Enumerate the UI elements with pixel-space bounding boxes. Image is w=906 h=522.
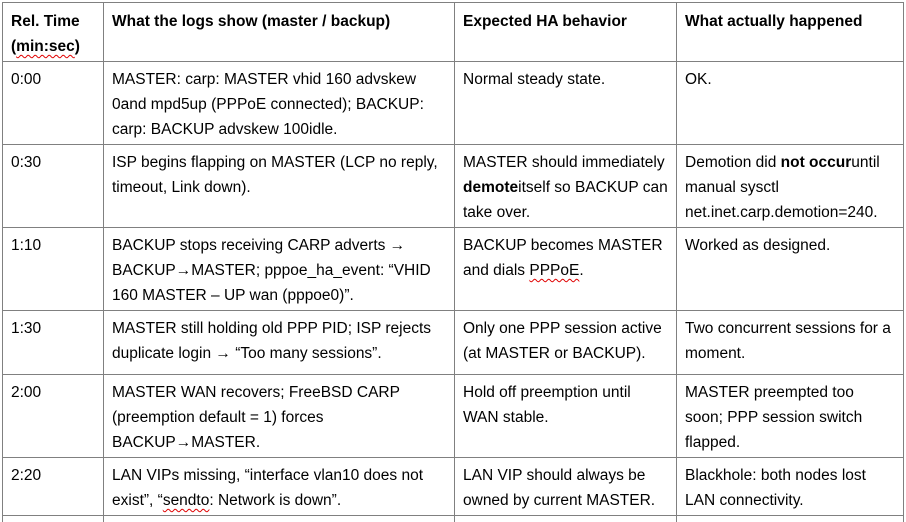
header-row: Rel. Time (min:sec) What the logs show (m… (2, 2, 904, 62)
misspelled-text: min:sec (16, 38, 75, 55)
text-segment: 2:20 (11, 467, 42, 484)
expected-cell: Only one PPP session active (at MASTER o… (454, 310, 677, 375)
actual-cell: MASTER preempted too soon; PPP session s… (676, 374, 904, 458)
text-segment: 1:10 (11, 237, 42, 254)
time-cell: 2:45 (2, 515, 104, 522)
time-cell: 1:10 (2, 227, 104, 311)
text-segment: MASTER should immediately (463, 154, 665, 171)
text-segment: LAN VIP should always be owned by curren… (463, 467, 656, 509)
logs-cell: LAN VIPs missing, “interface vlan10 does… (103, 457, 455, 516)
table-row: 0:30 ISP begins flapping on MASTER (LCP n… (2, 144, 904, 228)
text-segment: Only one PPP session active (at MASTER o… (463, 320, 662, 362)
text-segment: 2:00 (11, 384, 42, 401)
text-segment: 0:30 (11, 154, 42, 171)
table-row: 2:20 LAN VIPs missing, “interface vlan10 … (2, 457, 904, 516)
table-row: 1:10 BACKUP stops receiving CARP adverts … (2, 227, 904, 311)
col-header-expected: Expected HA behavior (454, 2, 677, 62)
table-body: 0:00 MASTER: carp: MASTER vhid 160 advske… (2, 61, 904, 522)
text-segment: Rel. Time ( (11, 13, 80, 55)
actual-cell: Expected behavior. (676, 515, 904, 522)
table-row: 0:00 MASTER: carp: MASTER vhid 160 advske… (2, 61, 904, 145)
text-segment: LAN VIPs missing, “interface vlan10 does… (112, 467, 424, 509)
text-segment: What actually happened (685, 13, 863, 30)
expected-cell: Hold off preemption until WAN stable. (454, 374, 677, 458)
logs-cell: MASTER: carp: MASTER vhid 160 advskew 0a… (103, 61, 455, 145)
expected-cell: CARP demotion mechanism confirmed functi… (454, 515, 677, 522)
text-segment: 1:30 (11, 320, 42, 337)
text-segment: : Network is down”. (209, 492, 342, 509)
text-segment: MASTER still holding old PPP PID; ISP re… (112, 320, 432, 362)
table-header: Rel. Time (min:sec) What the logs show (m… (2, 2, 904, 62)
text-segment: Worked as designed. (685, 237, 831, 254)
text-segment: Demotion did (685, 154, 781, 171)
text-segment: 0:00 (11, 71, 42, 88)
logs-cell: MASTER WAN recovers; FreeBSD CARP (preem… (103, 374, 455, 458)
text-segment: OK. (685, 71, 712, 88)
misspelled-text: sendto (162, 492, 210, 509)
logs-cell: BACKUP stops receiving CARP adverts → BA… (103, 227, 455, 311)
expected-cell: Normal steady state. (454, 61, 677, 145)
actual-cell: Worked as designed. (676, 227, 904, 311)
text-segment: until manual sysctl net.inet.carp.demoti… (685, 154, 880, 221)
time-cell: 2:00 (2, 374, 104, 458)
text-segment: ) (74, 38, 80, 55)
actual-cell: Demotion did not occuruntil manual sysct… (676, 144, 904, 228)
actual-cell: Blackhole: both nodes lost LAN connectiv… (676, 457, 904, 516)
col-header-actual: What actually happened (676, 2, 904, 62)
time-cell: 1:30 (2, 310, 104, 375)
time-cell: 0:30 (2, 144, 104, 228)
logs-cell: ISP begins flapping on MASTER (LCP no re… (103, 144, 455, 228)
text-segment: Expected HA behavior (463, 13, 627, 30)
bold-text: demote (463, 179, 519, 196)
actual-cell: Two concurrent sessions for a moment. (676, 310, 904, 375)
misspelled-text: PPPoE (529, 262, 580, 279)
text-segment: Normal steady state. (463, 71, 606, 88)
text-segment: ISP begins flapping on MASTER (LCP no re… (112, 154, 438, 196)
actual-cell: OK. (676, 61, 904, 145)
table-row: 2:45Manual sysctl net.inet.carp.demotion… (2, 515, 904, 522)
logs-cell: MASTER still holding old PPP PID; ISP re… (103, 310, 455, 375)
text-segment: Two concurrent sessions for a moment. (685, 320, 891, 362)
time-cell: 2:20 (2, 457, 104, 516)
bold-text: not occur (780, 154, 852, 171)
text-segment: BACKUP becomes MASTER and dials (463, 237, 663, 279)
text-segment: . (579, 262, 584, 279)
text-segment: Blackhole: both nodes lost LAN connectiv… (685, 467, 866, 509)
text-segment: MASTER: carp: MASTER vhid 160 advskew 0a… (112, 71, 424, 138)
text-segment: What the logs show (master / backup) (112, 13, 391, 30)
text-segment: MASTER WAN recovers; FreeBSD CARP (preem… (112, 384, 400, 451)
col-header-rel-time: Rel. Time (min:sec) (2, 2, 104, 62)
text-segment: BACKUP stops receiving CARP adverts → BA… (112, 237, 431, 304)
table-row: 1:30 MASTER still holding old PPP PID; IS… (2, 310, 904, 375)
expected-cell: BACKUP becomes MASTER and dials PPPoE. (454, 227, 677, 311)
text-segment: MASTER preempted too soon; PPP session s… (685, 384, 863, 451)
text-segment: Hold off preemption until WAN stable. (463, 384, 631, 426)
time-cell: 0:00 (2, 61, 104, 145)
expected-cell: LAN VIP should always be owned by curren… (454, 457, 677, 516)
text-segment: itself so BACKUP can take over. (463, 179, 668, 221)
col-header-logs: What the logs show (master / backup) (103, 2, 455, 62)
table-row: 2:00 MASTER WAN recovers; FreeBSD CARP (p… (2, 374, 904, 458)
logs-cell: Manual sysctl net.inet.carp.demotion=240… (103, 515, 455, 522)
expected-cell: MASTER should immediately demoteitself s… (454, 144, 677, 228)
